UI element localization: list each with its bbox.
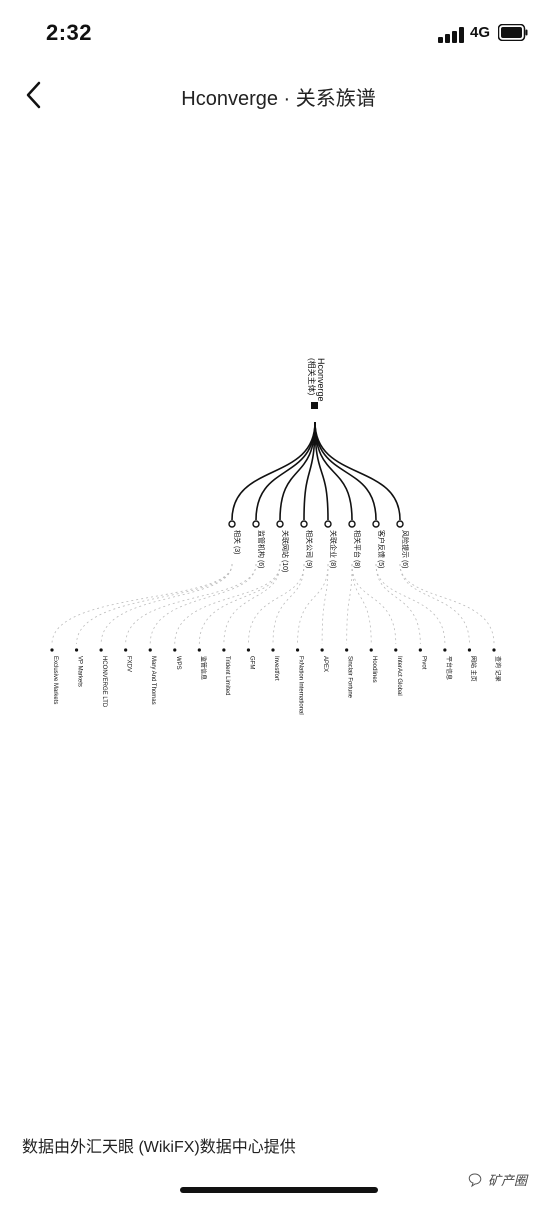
graph-category-label[interactable]: 关联企业 (8) [329,530,338,569]
graph-leaf-edge [399,563,495,645]
watermark: 矿产圈 [468,1173,529,1188]
network-type: 4G [470,24,491,41]
graph-category-node[interactable] [276,520,284,528]
relationship-graph-canvas[interactable]: Hconverge (相关主体) 相关 (3) 监管机构 (6) 关联网站 (10)… [0,330,557,750]
graph-category-label[interactable]: 监管机构 (6) [257,530,266,569]
graph-leaf-node[interactable] [320,648,324,652]
graph-leaf-node[interactable] [271,648,275,652]
graph-leaf-label[interactable]: Pivot [420,656,426,670]
graph-leaf-node[interactable] [467,648,472,652]
graph-leaf-node[interactable] [492,648,496,652]
graph-leaf-label[interactable]: InterAct Global [396,656,402,696]
graph-leaf-label[interactable]: FXDV [126,656,132,672]
graph-leaf-edge [321,563,329,645]
graph-category-node[interactable] [300,520,308,528]
graph-leaf-node[interactable] [148,648,152,652]
status-bar: 2:32 4G [0,0,557,64]
graph-leaf-label[interactable]: HCONVERGE LTD [101,656,107,708]
graph-leaf-node[interactable] [345,648,349,652]
graph-leaf-node[interactable] [246,648,251,652]
graph-leaf-label[interactable]: WPS [175,656,181,670]
graph-category-label[interactable]: 相关平台 (8) [353,530,362,569]
graph-leaf-node[interactable] [222,648,226,652]
graph-leaf-label[interactable]: VP Markets [77,656,83,687]
graph-category-node[interactable] [396,520,404,528]
graph-leaf-label[interactable]: GFM [248,656,254,669]
graph-leaf-edge [297,563,329,645]
graph-leaf-label[interactable]: 网站 主页 [469,656,477,682]
graph-edge [279,421,316,521]
graph-leaf-node[interactable] [99,648,103,652]
graph-leaf-edge [399,563,470,645]
graph-leaf-edge [248,563,305,645]
graph-edge [255,421,316,521]
graph-category-node[interactable] [324,520,332,528]
graph-leaf-label[interactable]: Trident Limited [224,656,230,695]
graph-leaf-node[interactable] [197,648,201,652]
graph-category-node[interactable] [348,520,356,528]
navigation-bar: Hconverge · 关系族谱 [0,70,557,120]
graph-leaf-edge [51,563,233,645]
graph-leaf-edge [351,563,372,645]
status-time: 2:32 [46,20,93,45]
graph-leaf-node[interactable] [443,648,447,652]
graph-leaf-edge [375,563,421,645]
graph-category-node[interactable] [228,520,236,528]
graph-category-node[interactable] [252,520,260,528]
graph-leaf-edge [198,563,281,645]
battery-icon [498,24,528,41]
graph-leaf-node[interactable] [74,648,79,652]
graph-edge [303,421,316,521]
graph-leaf-label[interactable]: 查询 记录 [494,656,502,682]
graph-leaf-node[interactable] [295,648,300,652]
graph-category-label[interactable]: 客户反馈 (5) [377,530,386,569]
chevron-left-icon[interactable] [24,80,44,110]
graph-leaf-node[interactable] [418,648,422,652]
watermark-text: 矿产圈 [488,1173,529,1188]
relationship-graph[interactable]: Hconverge (相关主体) 相关 (3) 监管机构 (6) 关联网站 (10)… [0,330,557,750]
graph-leaf-label[interactable]: Investfort [273,656,279,681]
graph-leaf-edge [100,563,233,645]
graph-category-label[interactable]: 相关 (3) [233,530,242,555]
page-title: Hconverge · 关系族谱 [181,88,376,110]
graph-leaf-label[interactable]: Hoodlines [371,656,377,683]
graph-leaf-node[interactable] [173,648,177,652]
graph-leaf-edge [346,563,353,645]
graph-leaf-label[interactable]: Exclusive Markets [52,656,58,704]
home-indicator[interactable] [180,1187,378,1193]
graph-leaf-label[interactable]: Sinclair Fortune [347,656,353,699]
graph-edge [231,421,316,521]
graph-leaf-edge [351,563,397,645]
graph-leaf-node[interactable] [394,648,398,652]
graph-category-label[interactable]: 关联网站 (10) [281,530,290,572]
graph-edge [314,421,377,521]
graph-category-label[interactable]: 相关公司 (9) [305,530,314,569]
graph-leaf-edge [223,563,281,645]
graph-leaf-label[interactable]: FxNation International [298,656,304,715]
graph-leaf-label[interactable]: Mary And Thomas [150,656,156,705]
graph-root-sublabel: (相关主体) [307,358,317,396]
graph-category-node[interactable] [372,520,380,528]
graph-leaf-label[interactable]: 监管信息 [199,656,207,680]
data-source-note: 数据由外汇天眼 (WikiFX)数据中心提供 [22,1139,296,1156]
graph-leaf-edge [375,563,446,645]
graph-leaf-edge [149,563,257,645]
wechat-icon [468,1173,482,1188]
graph-root-node[interactable] [311,402,318,409]
signal-strength-icon [438,27,464,43]
graph-leaf-label[interactable]: APEX [322,656,328,672]
graph-leaf-node[interactable] [50,648,54,652]
graph-edge [314,421,401,521]
graph-leaf-node[interactable] [369,648,373,652]
graph-leaf-edge [125,563,257,645]
graph-leaf-edge [272,563,305,645]
graph-category-label[interactable]: 风险提示 (6) [401,530,410,569]
graph-leaf-edge [76,563,233,645]
graph-leaf-node[interactable] [124,648,128,652]
graph-leaf-label[interactable]: 平台信息 [445,656,453,680]
graph-root-label[interactable]: Hconverge [316,358,326,402]
